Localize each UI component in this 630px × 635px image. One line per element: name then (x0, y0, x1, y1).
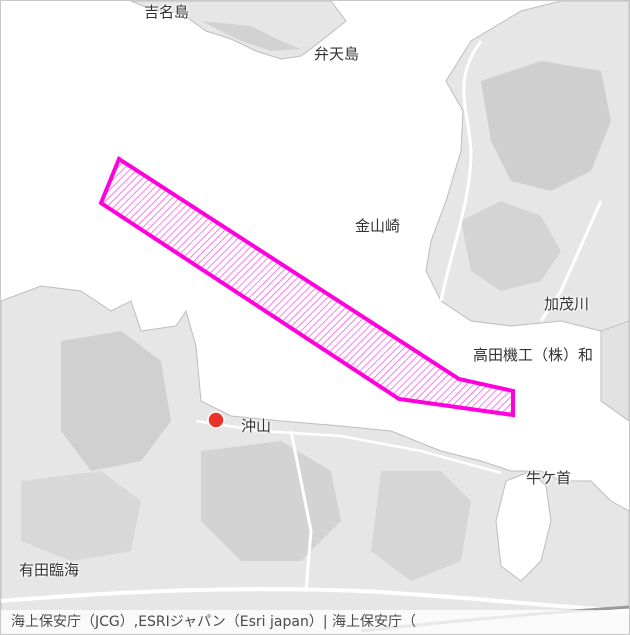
label-ushikake: 牛ケ首 (526, 469, 572, 487)
label-yoshina-island: 吉名島 (144, 3, 190, 21)
land-south-dark2 (201, 441, 341, 561)
location-marker (207, 411, 225, 429)
road-south (1, 587, 629, 613)
label-bosei-island: 弁天島 (314, 45, 360, 63)
land-northeast-dark2 (461, 201, 561, 291)
label-okiyama: 沖山 (241, 417, 272, 435)
land-northeast-dark1 (481, 61, 611, 191)
coast-road-ne (439, 40, 483, 302)
coast-road-south (195, 419, 502, 475)
land-east-edge (600, 320, 629, 422)
land-north-inner (201, 21, 301, 51)
label-takada-kiko: 高田機工（株）和 (473, 346, 594, 364)
label-arida-rinkai: 有田臨海 (19, 561, 80, 579)
river-ne (539, 200, 603, 322)
restricted-zone-polygon (98, 156, 515, 418)
land-south-dark3 (371, 471, 471, 581)
bay-ushikake (495, 470, 552, 582)
land-south-dark4 (21, 471, 141, 561)
map-attribution: 海上保安庁（JCG）,ESRIジャパン（Esri japan）| 海上保安庁（ (1, 610, 629, 634)
label-kamo-river: 加茂川 (544, 295, 590, 313)
river-south (289, 430, 313, 592)
label-kanayama-cape: 金山崎 (355, 217, 401, 235)
land-south-dark1 (61, 331, 171, 471)
